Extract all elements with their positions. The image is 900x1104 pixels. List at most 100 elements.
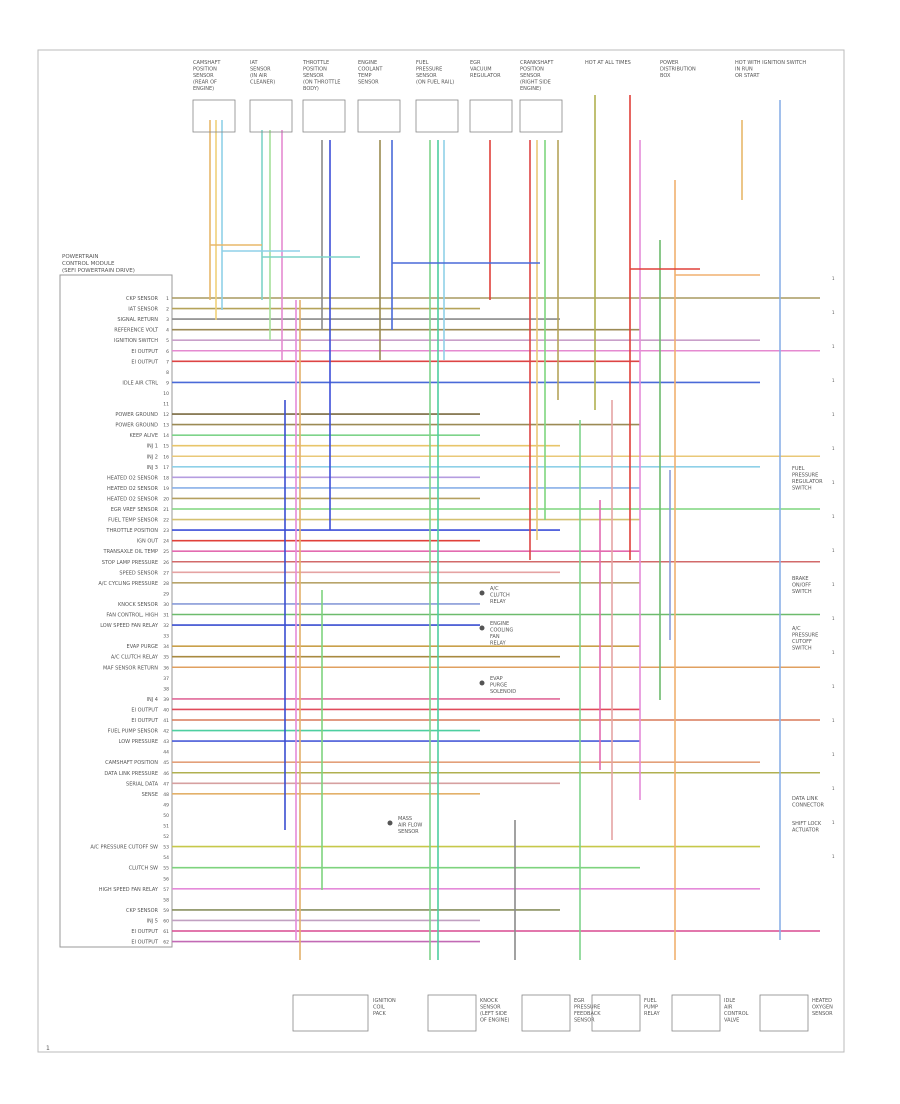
pcm-title-line: (SEFI POWERTRAIN DRIVE): [62, 268, 135, 274]
top-component-box: [469, 99, 513, 133]
right-component-label: ON/OFF: [792, 583, 811, 589]
pin-number: 39: [163, 697, 169, 703]
pin-label: REFERENCE VOLT: [114, 328, 159, 334]
right-component-label: SHIFT LOCK: [792, 821, 822, 827]
pin-label: HEATED O2 SENSOR: [107, 496, 158, 502]
pin-label: SENSE: [142, 792, 158, 798]
pin-number: 36: [163, 665, 169, 671]
top-component-box: [357, 99, 401, 133]
pin-label: INJ 1: [147, 444, 158, 450]
terminal-number: 1: [832, 344, 835, 349]
pin-number: 61: [163, 929, 169, 935]
bottom-component-label: AIR: [724, 1005, 733, 1011]
pin-number: 9: [166, 380, 169, 386]
pin-number: 3: [166, 317, 169, 323]
top-component-label: CLEANER): [250, 80, 275, 86]
top-component-label: ENGINE): [193, 86, 214, 92]
pin-number: 30: [163, 602, 169, 608]
right-component-label: SWITCH: [792, 589, 812, 595]
top-component-label: DISTRIBUTION: [660, 67, 696, 73]
mid-component-label: A/C: [490, 586, 499, 592]
pin-number: 53: [163, 845, 169, 851]
top-component-label: COOLANT: [358, 67, 383, 73]
bottom-component-label: SENSOR: [812, 1011, 833, 1017]
pin-number: 21: [163, 507, 169, 513]
terminal-number: 1: [832, 548, 835, 553]
pcm-title-line: POWERTRAIN: [62, 254, 98, 260]
pin-number: 38: [163, 686, 169, 692]
pin-number: 23: [163, 528, 169, 534]
bottom-component-label: PRESSURE: [574, 1005, 600, 1011]
pin-number: 2: [166, 307, 169, 313]
right-component-label: REGULATOR: [792, 479, 823, 485]
mid-component-label: RELAY: [490, 641, 507, 647]
right-component-label: CONNECTOR: [792, 803, 825, 809]
top-component-box: [249, 99, 293, 133]
pin-number: 11: [163, 402, 169, 408]
mid-components: A/CCLUTCHRELAYENGINECOOLINGFANRELAYEVAPP…: [387, 586, 516, 835]
pin-label: INJ 3: [147, 465, 158, 471]
pin-label: A/C CYCLING PRESSURE: [98, 581, 158, 587]
pin-label: CKP SENSOR: [126, 908, 159, 914]
pin-label: IGN OUT: [137, 539, 159, 545]
pin-label: SPEED SENSOR: [119, 570, 158, 576]
top-component-label: OR START: [735, 73, 760, 79]
pin-number: 52: [163, 834, 169, 840]
bottom-component-box: [591, 994, 641, 1032]
bottom-component-label: CONTROL: [724, 1011, 749, 1017]
terminal-number: 1: [832, 684, 835, 689]
bottom-component-label: IDLE: [724, 998, 735, 1004]
pin-number: 12: [163, 412, 169, 418]
mid-component-label: ENGINE: [490, 621, 509, 627]
top-component-label: HOT AT ALL TIMES: [585, 60, 631, 66]
splice-dot: [479, 590, 485, 596]
top-component-label: POSITION: [520, 67, 544, 73]
terminal-number: 1: [832, 514, 835, 519]
pin-label: EGR VREF SENSOR: [111, 507, 159, 513]
terminal-number: 1: [832, 854, 835, 859]
pin-label: KEEP ALIVE: [130, 433, 158, 439]
bottom-component-label: SENSOR: [574, 1018, 595, 1024]
top-component-label: SENSOR: [520, 73, 541, 79]
terminal-number: 1: [832, 310, 835, 315]
pin-number: 24: [163, 539, 169, 545]
top-component-label: HOT WITH IGNITION SWITCH: [735, 60, 806, 66]
mid-component-label: SOLENOID: [490, 689, 516, 695]
pin-label: CLUTCH SW: [129, 866, 158, 872]
pin-number: 28: [163, 581, 169, 587]
wires: [172, 95, 820, 960]
pin-number: 42: [163, 729, 169, 735]
mid-component-label: EVAP: [490, 676, 503, 682]
top-component-label: BODY): [303, 86, 319, 92]
pin-label: KNOCK SENSOR: [118, 602, 158, 608]
pin-number: 4: [166, 328, 169, 334]
pin-number: 5: [166, 338, 169, 344]
pin-number: 7: [166, 359, 169, 365]
pin-number: 56: [163, 876, 169, 882]
pin-label: THROTTLE POSITION: [105, 528, 158, 534]
bottom-component-label: SENSOR: [480, 1005, 501, 1011]
pin-number: 49: [163, 802, 169, 808]
pin-number: 25: [163, 549, 169, 555]
pin-number: 47: [163, 781, 169, 787]
pin-number: 43: [163, 739, 169, 745]
pin-label: IGNITION SWITCH: [114, 338, 158, 344]
pcm-title-line: CONTROL MODULE: [62, 261, 115, 267]
pin-label: SIGNAL RETURN: [117, 317, 158, 323]
pin-label: INJ 2: [147, 454, 158, 460]
pin-number: 37: [163, 676, 169, 682]
pin-number: 35: [163, 655, 169, 661]
right-components: FUELPRESSUREREGULATORSWITCHBRAKEON/OFFSW…: [792, 276, 835, 859]
pin-number: 26: [163, 560, 169, 566]
pin-number: 14: [163, 433, 169, 439]
bottom-component-label: HEATED: [812, 998, 832, 1004]
top-component-label: (ON FUEL RAIL): [416, 80, 454, 86]
top-component-box: [415, 99, 459, 133]
terminal-number: 1: [832, 582, 835, 587]
pin-number: 62: [163, 940, 169, 946]
terminal-number: 1: [832, 786, 835, 791]
pin-number: 20: [163, 496, 169, 502]
top-component-label: ENGINE: [358, 60, 377, 66]
pin-label: POWER GROUND: [115, 423, 158, 429]
